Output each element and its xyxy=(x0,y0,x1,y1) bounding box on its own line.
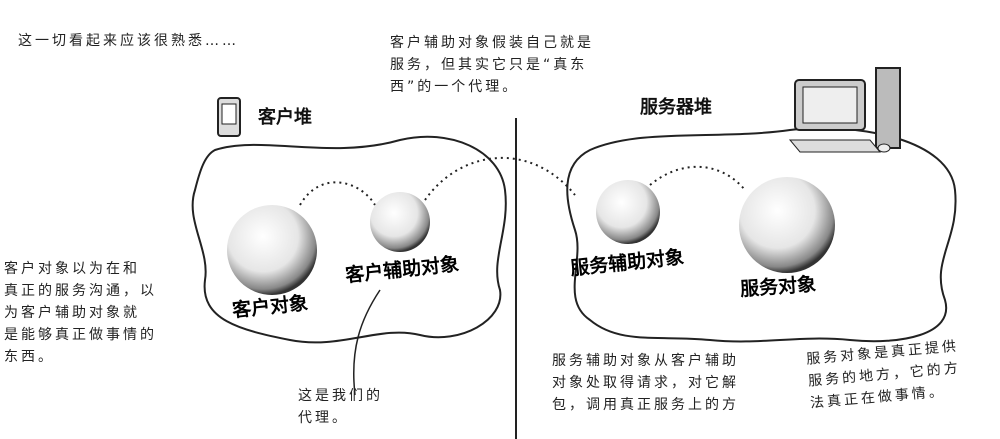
proxy-note: 这是我们的 代理。 xyxy=(298,388,383,426)
dotted-arrow xyxy=(299,181,376,206)
client-helper-sphere xyxy=(370,192,430,252)
service-object-sphere xyxy=(739,177,835,273)
pointer-arrow xyxy=(352,289,381,396)
server-heap-label: 服务器堆 xyxy=(640,97,712,118)
service-object-label: 服务对象 xyxy=(739,273,817,301)
client-heap-label: 客户堆 xyxy=(258,107,312,128)
pda-icon xyxy=(217,97,241,137)
client-belief-note: 客户对象以为在和 真正的服务沟通，以 为客户辅助对象就 是能够真正做事情的 东西… xyxy=(4,261,157,365)
service-object-note: 服务对象是真正提供 服务的地方，它的方 法真正在做事情。 xyxy=(805,338,962,412)
dotted-arrow xyxy=(649,165,746,191)
dotted-arrow xyxy=(424,156,576,201)
client-heap-blob xyxy=(191,135,507,344)
top-note: 客户辅助对象假装自己就是 服务，但其实它只是“真东 西”的一个代理。 xyxy=(390,35,594,95)
service-helper-sphere xyxy=(596,180,660,244)
client-object-sphere xyxy=(227,205,317,295)
computer-icon xyxy=(788,67,901,153)
service-helper-note: 服务辅助对象从客户辅助 对象处取得请求，对它解 包，调用真正服务上的方 xyxy=(552,353,739,413)
intro-note: 这一切看起来应该很熟悉…… xyxy=(18,33,239,49)
